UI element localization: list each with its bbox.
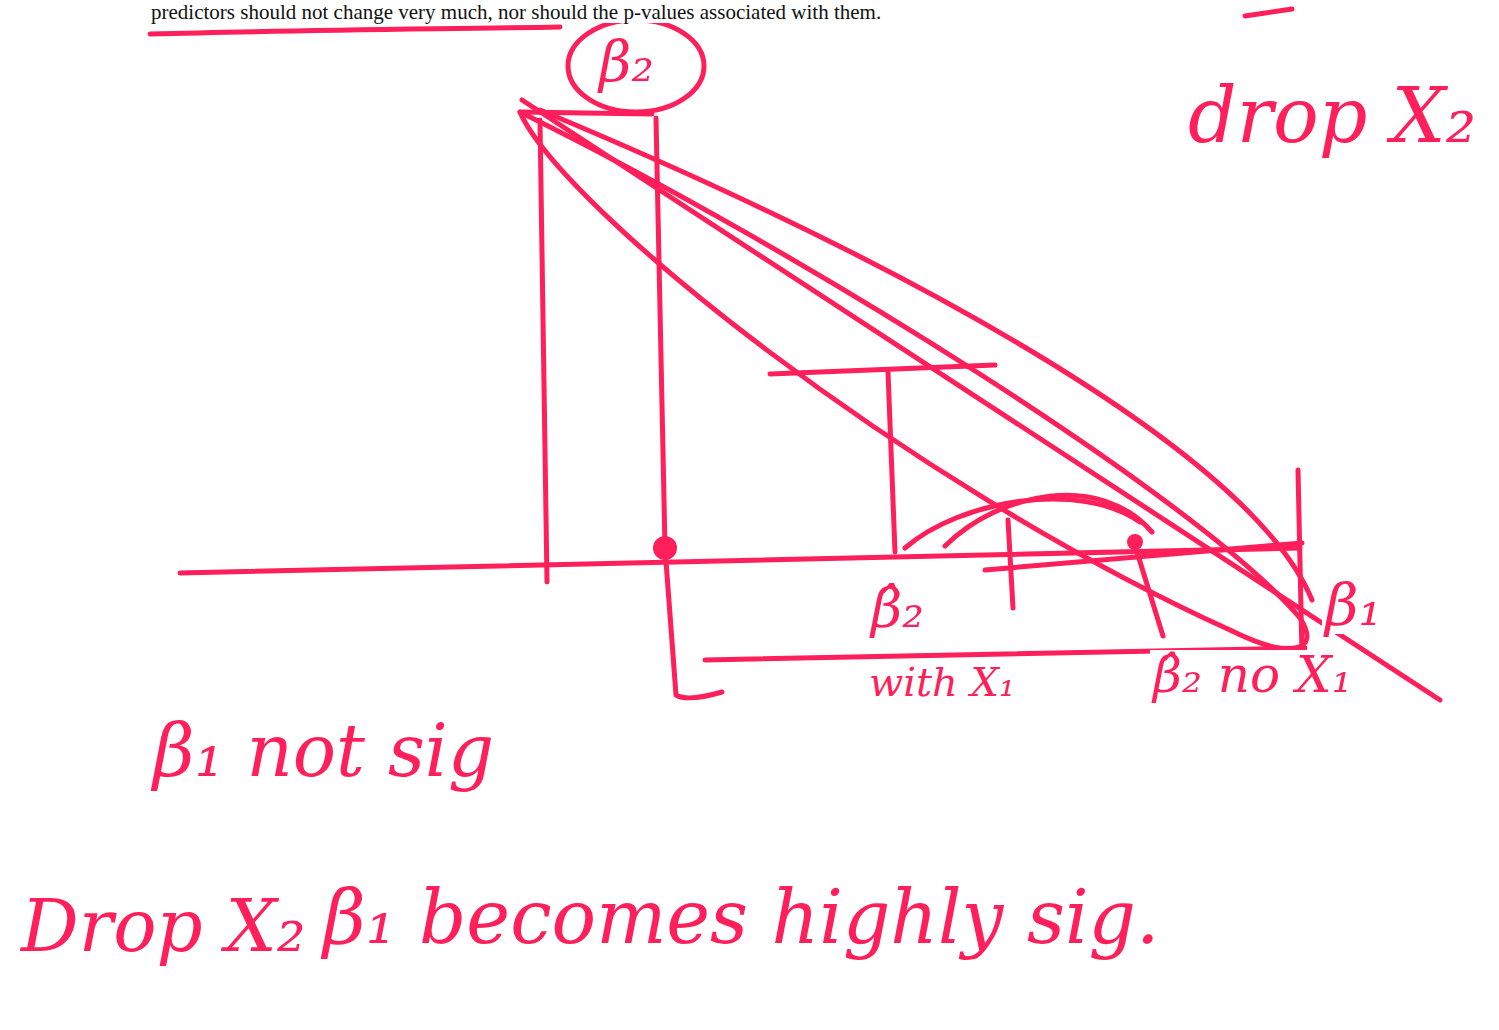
printed-text: predictors should not change very much, … [148, 2, 884, 23]
diagonal-line [522, 100, 1440, 700]
pointer-line [1137, 552, 1163, 636]
estimate-label: β̂₂ no X₁ [1150, 650, 1355, 700]
vertical-line [540, 120, 547, 582]
confidence-ellipse [520, 112, 1307, 649]
circle-mark [568, 20, 704, 112]
note-text: Drop X₂ [18, 890, 309, 962]
arc [905, 499, 1140, 548]
coefficient-label: β₁ [1322, 576, 1385, 634]
arc [945, 495, 1152, 546]
tick [1008, 520, 1013, 608]
coefficient-label: β₂ [596, 34, 657, 90]
vertical-line [888, 372, 895, 552]
axis-line [180, 548, 1300, 573]
vertical-line [656, 118, 722, 698]
point [653, 536, 677, 560]
vertical-line [1298, 470, 1302, 655]
note-text: drop X₂ [1185, 78, 1479, 154]
stroke [1245, 9, 1292, 16]
estimate-label: β̂₂ [868, 582, 927, 636]
underline [150, 27, 560, 34]
horizontal-tick [770, 365, 995, 374]
note-text: β₁ not sig [150, 715, 497, 787]
diagonal-line [540, 110, 1312, 600]
point [1127, 534, 1143, 550]
note-text: β₁ becomes highly sig. [320, 880, 1162, 954]
estimate-note: with X₁ [866, 662, 1018, 702]
